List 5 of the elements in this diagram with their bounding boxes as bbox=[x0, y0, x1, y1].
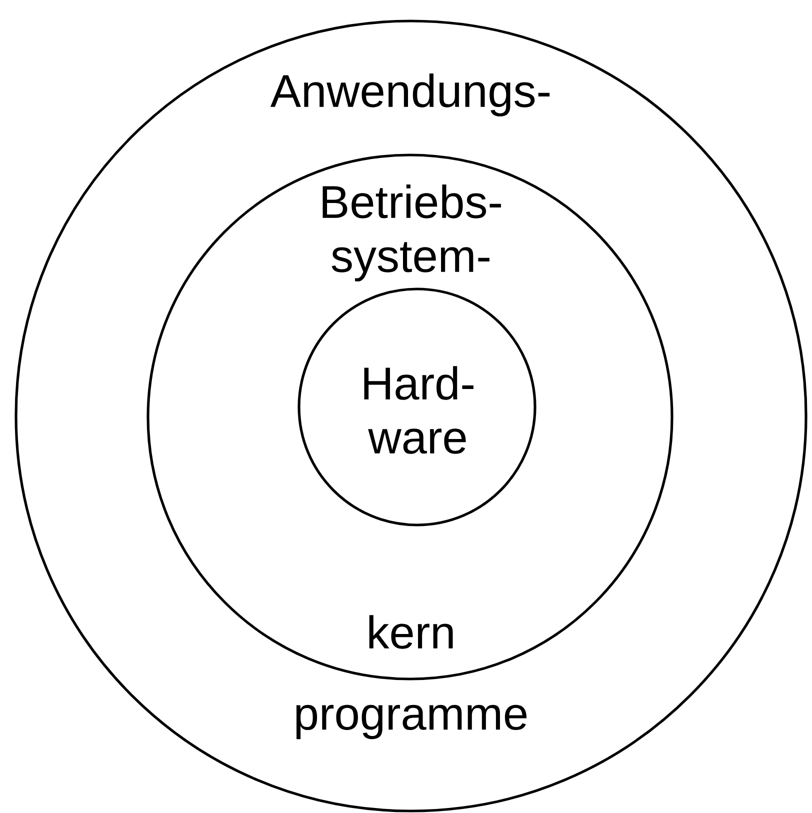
layer-label: Betriebs- system- bbox=[322, 184, 501, 282]
layer-label: kern bbox=[369, 615, 453, 649]
layer-label: programme bbox=[296, 704, 527, 740]
layer-label: Hard- ware bbox=[364, 366, 474, 454]
layer-label: Anwendungs- bbox=[270, 74, 550, 116]
